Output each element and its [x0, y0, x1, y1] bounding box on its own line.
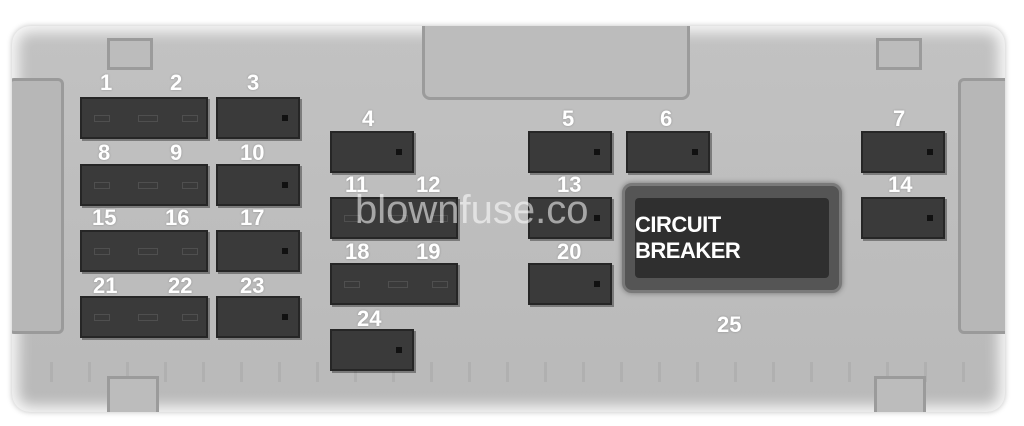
- fuse-number-12: 12: [416, 172, 441, 197]
- fuse-number-5: 5: [562, 106, 575, 131]
- fuse-number-9: 9: [170, 140, 183, 165]
- fuse-11-12: [330, 197, 458, 239]
- fuse-number-16: 16: [165, 205, 190, 230]
- fuse-number-4: 4: [362, 106, 375, 131]
- bottom-clip-1: [107, 376, 159, 412]
- top-clip-left: [107, 38, 153, 70]
- right-side-tab: [958, 78, 1005, 334]
- fuse-number-21: 21: [93, 273, 118, 298]
- fuse-number-18: 18: [345, 239, 370, 264]
- fuse-24: [330, 329, 414, 371]
- fuse-6: [626, 131, 710, 173]
- fuse-5: [528, 131, 612, 173]
- bottom-ridge: [32, 362, 985, 382]
- fuse-number-8: 8: [98, 140, 111, 165]
- fuse-number-15: 15: [92, 205, 117, 230]
- circuit-breaker-25: CIRCUIT BREAKER: [622, 183, 842, 293]
- fuse-number-20: 20: [557, 239, 582, 264]
- fuse-number-7: 7: [893, 106, 906, 131]
- fuse-number-3: 3: [247, 70, 260, 95]
- fuse-18-19: [330, 263, 458, 305]
- fuse-number-13: 13: [557, 172, 582, 197]
- circuit-breaker-label: CIRCUIT BREAKER: [635, 198, 829, 278]
- fuse-number-11: 11: [345, 172, 369, 197]
- fuse-number-6: 6: [660, 106, 673, 131]
- fuse-10: [216, 164, 300, 206]
- fuse-number-10: 10: [240, 140, 265, 165]
- fuse-8-9: [80, 164, 208, 206]
- fuse-number-23: 23: [240, 273, 265, 298]
- fuse-20: [528, 263, 612, 305]
- fuse-number-25: 25: [717, 312, 742, 337]
- fuse-23: [216, 296, 300, 338]
- fuse-13: [528, 197, 612, 239]
- fuse-1-2: [80, 97, 208, 139]
- top-connector-housing: [422, 26, 690, 100]
- fuse-number-17: 17: [240, 205, 265, 230]
- fuse-14: [861, 197, 945, 239]
- left-side-tab: [12, 78, 64, 334]
- fuse-21-22: [80, 296, 208, 338]
- fuse-4: [330, 131, 414, 173]
- fuse-number-24: 24: [357, 306, 382, 331]
- top-clip-right: [876, 38, 922, 70]
- fuse-17: [216, 230, 300, 272]
- fuse-number-14: 14: [888, 172, 913, 197]
- fuse-number-1: 1: [100, 70, 113, 95]
- bottom-clip-2: [874, 376, 926, 412]
- fuse-number-19: 19: [416, 239, 441, 264]
- fuse-number-22: 22: [168, 273, 193, 298]
- fuse-15-16: [80, 230, 208, 272]
- fuse-number-2: 2: [170, 70, 183, 95]
- watermark: blownfuse.co: [355, 188, 589, 232]
- fuse-3: [216, 97, 300, 139]
- fuse-7: [861, 131, 945, 173]
